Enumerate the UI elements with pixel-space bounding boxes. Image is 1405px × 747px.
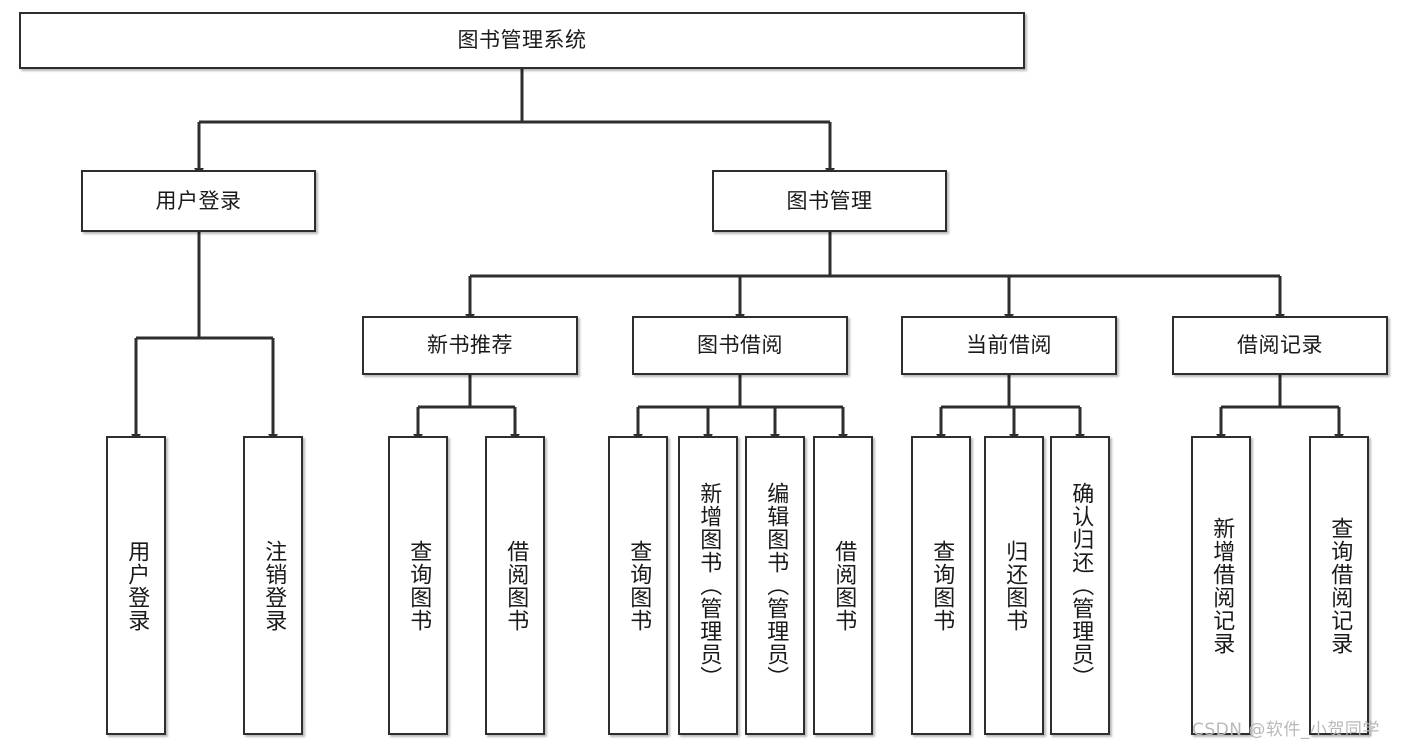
node-leaf-cb-confirm[interactable]: 确认归还（管理员）	[1050, 436, 1110, 735]
node-leaf-bb-borrow[interactable]: 借阅图书	[813, 436, 873, 735]
node-leaf-bb-edit[interactable]: 编辑图书（管理员）	[745, 436, 805, 735]
node-label: 注销登录	[261, 539, 287, 632]
node-new-book-rec[interactable]: 新书推荐	[362, 316, 578, 375]
node-leaf-rec-query[interactable]: 查询图书	[388, 436, 448, 735]
node-label: 归还图书	[1002, 539, 1028, 632]
node-root[interactable]: 图书管理系统	[19, 12, 1025, 69]
node-label: 查询借阅记录	[1327, 516, 1353, 655]
node-book-borrow[interactable]: 图书借阅	[632, 316, 848, 375]
node-leaf-bb-query[interactable]: 查询图书	[608, 436, 668, 735]
node-label: 新增借阅记录	[1209, 516, 1235, 655]
node-label: 用户登录	[155, 188, 242, 213]
node-current-borrow[interactable]: 当前借阅	[901, 316, 1117, 375]
node-leaf-user-logout[interactable]: 注销登录	[243, 436, 303, 735]
node-label: 查询图书	[626, 539, 652, 632]
node-label: 借阅图书	[503, 539, 529, 632]
node-leaf-br-add[interactable]: 新增借阅记录	[1191, 436, 1251, 735]
node-label: 图书管理系统	[457, 28, 587, 53]
node-leaf-br-query[interactable]: 查询借阅记录	[1309, 436, 1369, 735]
node-leaf-cb-query[interactable]: 查询图书	[911, 436, 971, 735]
node-leaf-user-login[interactable]: 用户登录	[106, 436, 166, 735]
node-book-manage[interactable]: 图书管理	[712, 170, 947, 232]
node-leaf-bb-add[interactable]: 新增图书（管理员）	[678, 436, 738, 735]
node-label: 查询图书	[929, 539, 955, 632]
node-label: 图书管理	[786, 188, 873, 213]
node-label: 图书借阅	[697, 333, 783, 358]
node-leaf-rec-borrow[interactable]: 借阅图书	[485, 436, 545, 735]
node-label: 用户登录	[124, 539, 150, 632]
node-label: 新增图书（管理员）	[696, 482, 722, 689]
node-leaf-cb-return[interactable]: 归还图书	[984, 436, 1044, 735]
node-borrow-record[interactable]: 借阅记录	[1172, 316, 1388, 375]
node-label: 确认归还（管理员）	[1068, 482, 1094, 689]
node-label: 借阅图书	[831, 539, 857, 632]
node-user-login[interactable]: 用户登录	[81, 170, 316, 232]
node-label: 借阅记录	[1237, 333, 1323, 358]
connector-group	[131, 69, 1344, 443]
node-label: 新书推荐	[427, 333, 513, 358]
node-label: 查询图书	[406, 539, 432, 632]
node-label: 当前借阅	[966, 333, 1052, 358]
node-label: 编辑图书（管理员）	[763, 482, 789, 689]
